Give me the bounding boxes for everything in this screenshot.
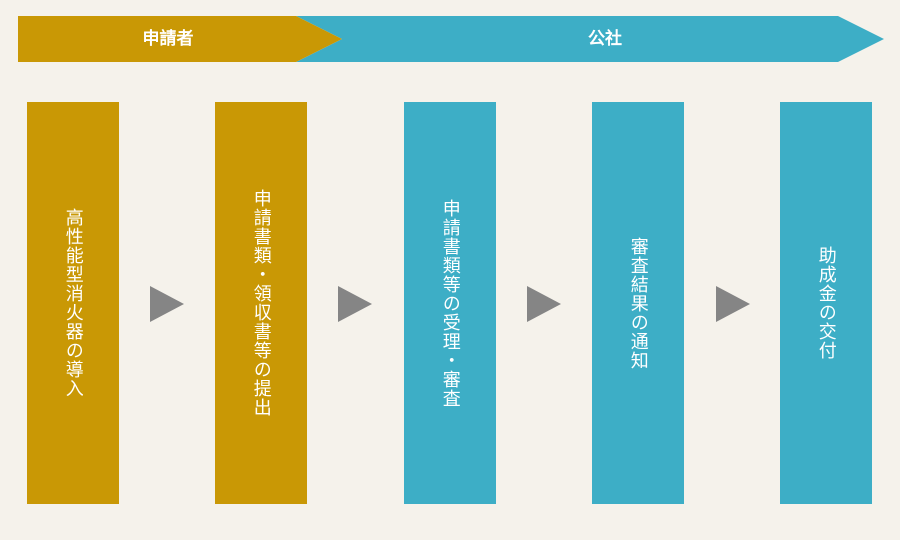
step-box-grant-subsidy: 助成金の交付 — [780, 102, 872, 504]
applicant-banner-arrow — [18, 16, 342, 62]
applicant-banner-label: 申請者 — [142, 29, 194, 49]
step-box-submit-documents: 申請書類・領収書等の提出 — [215, 102, 307, 504]
step-box-receive-review: 申請書類等の受理・審査 — [404, 102, 496, 504]
actor-banner — [18, 16, 884, 62]
step-label: 高性能型消火器の導入 — [62, 208, 84, 398]
step-label: 申請書類等の受理・審査 — [439, 198, 461, 408]
flow-arrow-icon — [716, 286, 750, 322]
step-label: 審査結果の通知 — [627, 236, 649, 370]
step-box-notify-result: 審査結果の通知 — [592, 102, 684, 504]
flow-arrow-icon — [150, 286, 184, 322]
corporation-banner-arrow — [296, 16, 884, 62]
corporation-banner-label: 公社 — [588, 29, 622, 49]
step-box-introduce-extinguisher: 高性能型消火器の導入 — [27, 102, 119, 504]
step-label: 申請書類・領収書等の提出 — [250, 189, 272, 417]
step-label: 助成金の交付 — [815, 246, 837, 360]
flow-arrow-icon — [338, 286, 372, 322]
flow-arrow-icon — [527, 286, 561, 322]
